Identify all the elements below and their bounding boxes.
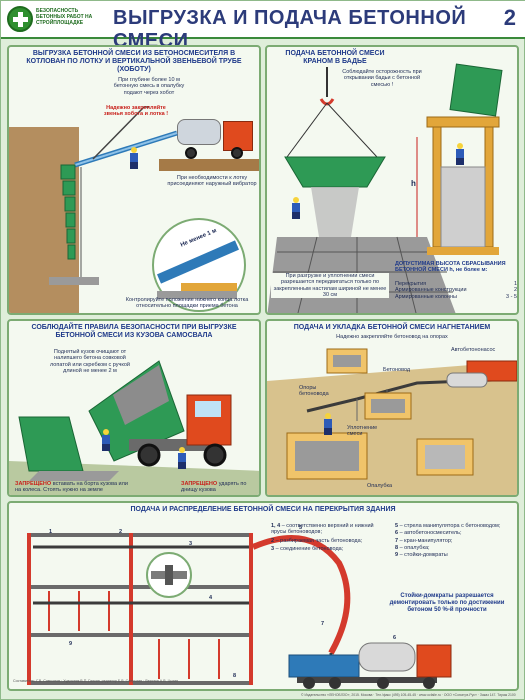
worker-icon xyxy=(129,147,139,169)
credits: Составитель: Г.В. Самсонов · Художник В.… xyxy=(13,679,179,683)
callout-9: 9 xyxy=(69,641,73,647)
chute-and-trunk-drawing xyxy=(49,106,246,312)
callout-5: 5 xyxy=(299,525,303,531)
dump-truck-drawing xyxy=(9,360,259,495)
truck-cab-icon xyxy=(223,121,253,151)
wheel-icon xyxy=(185,147,197,159)
label-pipeline: Бетоновод xyxy=(383,367,411,373)
note-secure-links: Надежно закрепляйте звенья хобота и лотк… xyxy=(103,105,169,118)
note-walkway: При разгрузке и уплотнении смеси разреша… xyxy=(271,273,389,299)
panel-chute-unloading: ВЫГРУЗКА БЕТОННОЙ СМЕСИ ИЗ БЕТОНОСМЕСИТЕ… xyxy=(7,45,261,315)
legend-item: 1, 4 – соответственно верхний и нижний я… xyxy=(271,523,374,536)
panel-concrete-pump: ПОДАЧА И УКЛАДКА БЕТОННОЙ СМЕСИ НАГНЕТАН… xyxy=(265,319,519,497)
pump-layout-drawing xyxy=(267,348,517,495)
panel-subtitle: Надежно закрепляйте бетоновод на опорах xyxy=(336,334,448,340)
table-row: Перекрытия 1 xyxy=(395,281,517,287)
ground-edge xyxy=(159,159,259,171)
callout-2: 2 xyxy=(119,529,123,535)
panel-title: ПОДАЧА БЕТОННОЙ СМЕСИ КРАНОМ В БАДЬЕ xyxy=(285,50,385,65)
legend-item: 6 – автобетоносмеситель; xyxy=(395,530,462,537)
worker-icon xyxy=(291,197,301,219)
callout-8: 8 xyxy=(233,673,237,679)
panel-title: ПОДАЧА И РАСПРЕДЕЛЕНИЕ БЕТОННОЙ СМЕСИ НА… xyxy=(130,506,396,513)
warning-no-hitting: ЗАПРЕЩЕНО ударять по днищу кузова xyxy=(181,481,247,494)
legend-item: 9 – стойки-домкраты xyxy=(395,552,448,559)
label-formwork: Опалубка xyxy=(367,483,393,489)
page-number: 2 xyxy=(503,5,516,30)
imprint: © Издательство «ЛЕНОБЛЗО», 2015. Москва … xyxy=(301,693,516,697)
legend-item: 7 – кран-манипулятор; xyxy=(395,537,453,544)
header-bar: БЕЗОПАСНОСТЬ БЕТОННЫХ РАБОТ НА СТРОЙПЛОЩ… xyxy=(1,1,525,52)
callout-7: 7 xyxy=(321,621,325,627)
panel-title: ВЫГРУЗКА БЕТОННОЙ СМЕСИ ИЗ БЕТОНОСМЕСИТЕ… xyxy=(26,50,242,73)
callout-1: 1 xyxy=(49,529,53,535)
mixer-drum-icon xyxy=(177,119,221,145)
worker-icon xyxy=(177,447,187,469)
warning-stand-on-ground: ЗАПРЕЩЕНО вставать на борта кузова или н… xyxy=(15,481,128,494)
panel-floor-distribution: ПОДАЧА И РАСПРЕДЕЛЕНИЕ БЕТОННОЙ СМЕСИ НА… xyxy=(7,501,519,691)
worker-icon xyxy=(323,413,333,435)
legend-item: 8 – опалубка; xyxy=(395,544,430,551)
legend-item: 5 – стрела манипулятора с бетоноводом; xyxy=(395,523,501,529)
note-vibrator: При необходимости к лотку присоединяют н… xyxy=(167,175,257,188)
note-bucket-caution: Соблюдайте осторожность при открывании б… xyxy=(342,69,422,88)
panel-crane-bucket: ПОДАЧА БЕТОННОЙ СМЕСИ КРАНОМ В БАДЬЕ xyxy=(265,45,519,315)
label-pump-truck: Автобетононасос xyxy=(451,347,496,353)
worker-icon xyxy=(101,429,111,451)
note-jack-removal: Стойки-домкраты разрешается демонтироват… xyxy=(389,593,505,613)
legend-item: 2 – разбираемая часть бетоновода; xyxy=(271,537,363,544)
drop-height-title: ДОПУСТИМАЯ ВЫСОТА СБРАСЫВАНИЯ БЕТОННОЙ С… xyxy=(395,261,506,274)
header-tagline: БЕЗОПАСНОСТЬ БЕТОННЫХ РАБОТ НА СТРОЙПЛОЩ… xyxy=(36,8,93,26)
wheel-icon xyxy=(231,147,243,159)
panel-dump-truck: СОБЛЮДАЙТЕ ПРАВИЛА БЕЗОПАСНОСТИ ПРИ ВЫГР… xyxy=(7,319,261,497)
label-h: h xyxy=(411,179,416,188)
label-compaction: Уплотнение смеси xyxy=(347,425,378,438)
table-row: Армированные колонны 3 - 5 xyxy=(395,293,517,300)
building-pump-drawing xyxy=(27,533,452,689)
worker-icon xyxy=(455,143,465,165)
label-pipe-supports: Опоры бетоновода xyxy=(299,385,329,398)
callout-6: 6 xyxy=(393,635,397,641)
legend-left: 1, 4 – соответственно верхний и нижний я… xyxy=(271,523,389,552)
legend-item: 3 – соединение бетоновода; xyxy=(271,545,344,552)
note-clean-body: Поднятый кузов очищают от налипшего бето… xyxy=(50,349,130,374)
note-trunk-depth: При глубине более 10 м бетонную смесь в … xyxy=(113,77,185,96)
callout-3: 3 xyxy=(189,541,193,547)
table-row: Армированные конструкции 2 xyxy=(395,287,517,294)
legend-right: 5 – стрела манипулятора с бетоноводом; 6… xyxy=(395,523,515,558)
panel-title: СОБЛЮДАЙТЕ ПРАВИЛА БЕЗОПАСНОСТИ ПРИ ВЫГР… xyxy=(31,324,237,339)
safety-cross-logo-icon xyxy=(7,6,33,32)
note-chute-end: Контролируйте положение нижнего конца ло… xyxy=(125,297,249,310)
panel-title: ПОДАЧА И УКЛАДКА БЕТОННОЙ СМЕСИ НАГНЕТАН… xyxy=(293,324,491,331)
drop-height-table: Перекрытия 1 Армированные конструкции 2 … xyxy=(395,281,517,300)
callout-4: 4 xyxy=(209,595,213,601)
